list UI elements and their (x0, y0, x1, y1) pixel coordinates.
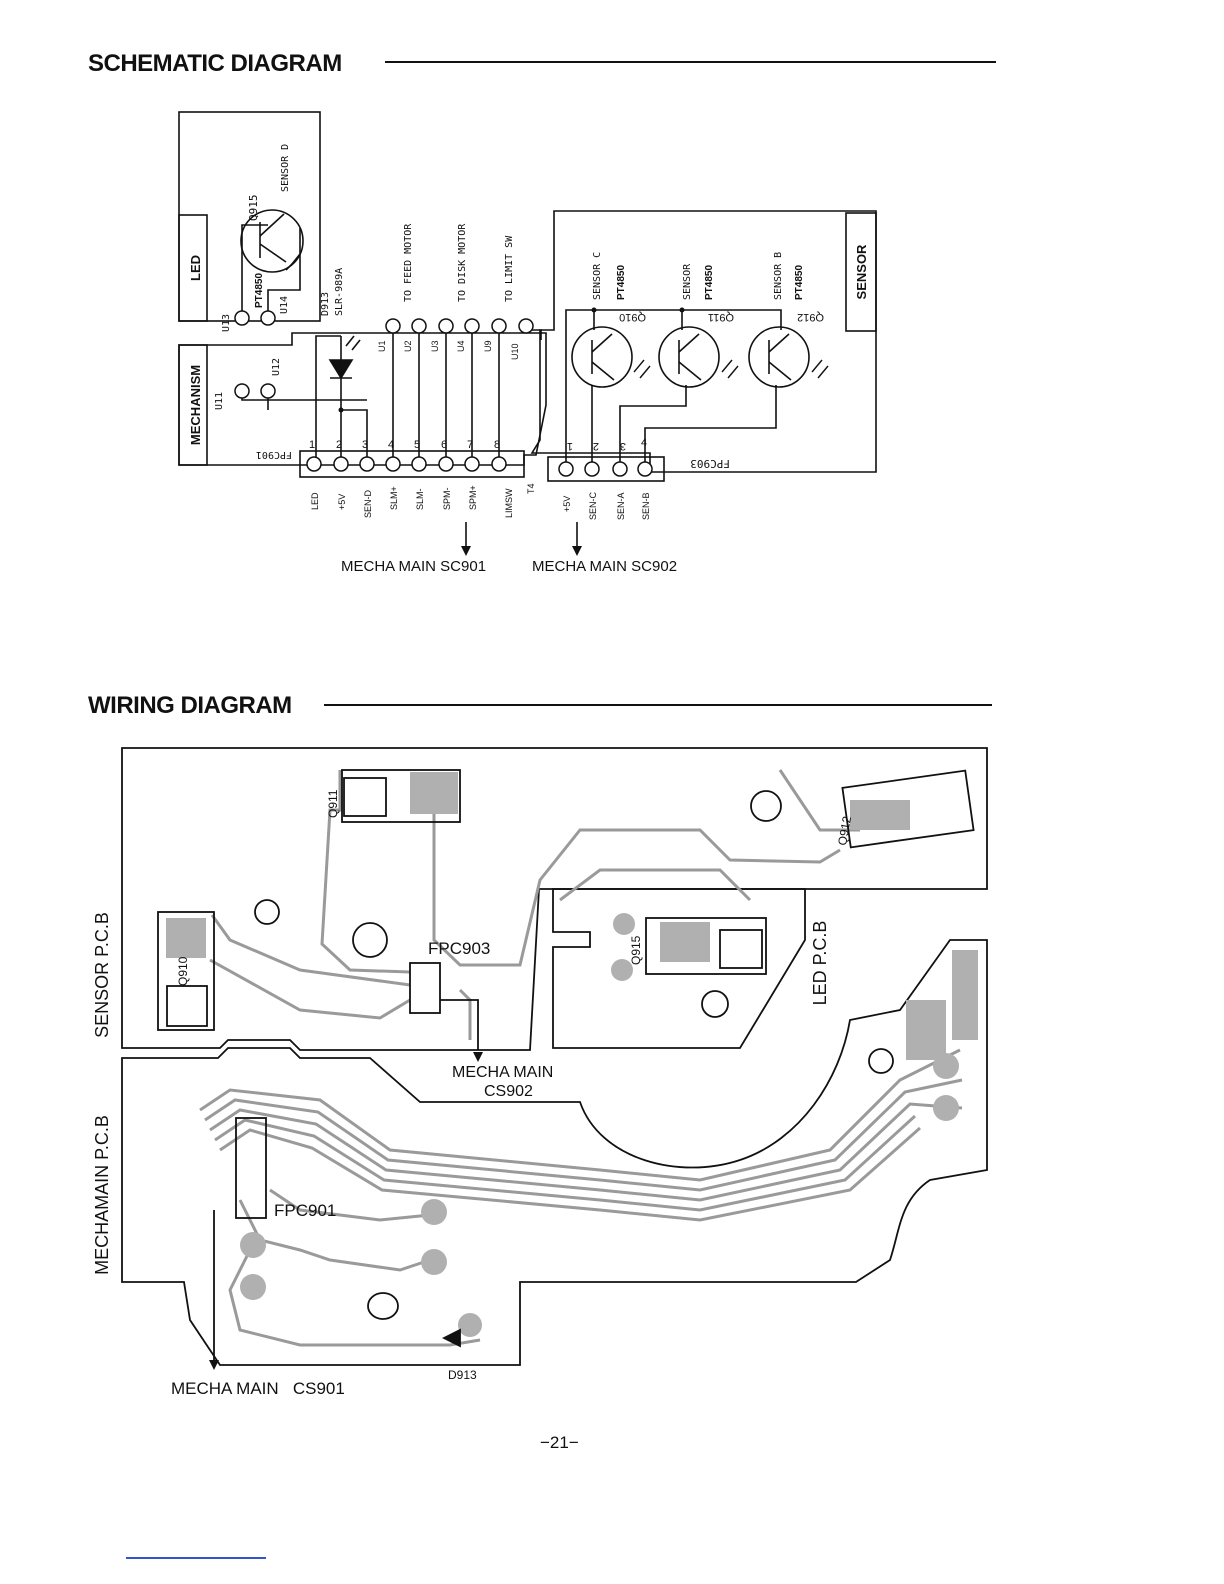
fpc903-pin-1: 1 (567, 440, 573, 452)
u13-label: U13 (221, 314, 232, 332)
u12-label: U12 (271, 358, 282, 376)
sensor-a-label: SENSOR (682, 263, 693, 300)
sensor-c-part: PT4850 (616, 265, 627, 300)
sensor-pcb-label: SENSOR P.C.B (92, 912, 112, 1038)
q915-ref: Q915 (247, 195, 260, 222)
u3-label: U3 (430, 340, 440, 352)
sig903-sen-a: SEN-A (616, 492, 626, 520)
mechamain-pcb-label: MECHAMAIN P.C.B (92, 1115, 112, 1275)
sig903-sen-b: SEN-B (641, 492, 651, 520)
sig-led: LED (310, 492, 320, 510)
schematic-title-rule (385, 61, 996, 63)
pcb-pads (166, 772, 978, 1337)
sensor-b-part: PT4850 (794, 265, 805, 300)
dest-sc901: MECHA MAIN SC901 (341, 558, 486, 575)
q910-label: Q910 (176, 956, 190, 986)
sig-sen-d: SEN-D (363, 489, 373, 518)
sensor-b-label: SENSOR B (773, 252, 784, 300)
schematic-title: SCHEMATIC DIAGRAM (88, 50, 342, 77)
fpc901-pin-5: 5 (414, 439, 420, 451)
sensor-d-label: SENSOR D (280, 144, 291, 192)
q911-ref: Q911 (708, 311, 734, 323)
sensor-board-label: SENSOR (854, 244, 869, 300)
q911-label: Q911 (326, 789, 340, 818)
cs901-dest: MECHA MAIN CS901 (171, 1379, 345, 1398)
sig-5v: +5V (337, 494, 347, 510)
sig-slm-plus: SLM+ (389, 486, 399, 510)
d913-part: SLR-989A (334, 268, 345, 316)
q915-symbol (240, 209, 304, 273)
fpc903-connector (547, 456, 665, 482)
sensor-pcb-outline (121, 747, 988, 1051)
mechanism-board-label: MECHANISM (188, 365, 203, 445)
limit-sw-label: TO LIMIT SW (504, 235, 515, 302)
feed-motor-label: TO FEED MOTOR (403, 223, 414, 302)
fpc903-label: FPC903 (690, 457, 730, 470)
u4-label: U4 (456, 340, 466, 352)
fpc903-wiring-label: FPC903 (428, 939, 490, 958)
cs902-line1: MECHA MAIN (452, 1064, 553, 1081)
fpc903-pin-3: 3 (620, 440, 626, 452)
fpc901-pin-2: 2 (336, 439, 342, 451)
wiring-title: WIRING DIAGRAM (88, 692, 292, 719)
sig-slm-minus: SLM- (415, 488, 425, 510)
sig-limsw: LIMSW (504, 488, 514, 518)
q912-ref: Q912 (797, 311, 824, 323)
fpc901-pin-7: 7 (467, 439, 473, 451)
d913-ref: D913 (320, 292, 331, 316)
sensor-board-label-box (845, 212, 877, 332)
led-pt4850: PT4850 (254, 273, 265, 308)
sensor-board-outline (530, 210, 877, 473)
q910-ref: Q910 (619, 311, 646, 323)
u11-label: U11 (214, 392, 225, 410)
sensor-a-part: PT4850 (704, 265, 715, 300)
led-pcb-outline (552, 888, 806, 1049)
fpc901-connector (299, 450, 525, 478)
fpc903-pin-4: 4 (641, 437, 647, 449)
mechamain-pcb-outline (121, 939, 988, 1366)
pcb-traces (199, 769, 963, 1347)
sig-spm-plus: SPM+ (468, 485, 478, 510)
disk-motor-label: TO DISK MOTOR (457, 223, 468, 302)
dest-sc902: MECHA MAIN SC902 (532, 558, 677, 575)
sig-t4: T4 (526, 483, 536, 494)
u2-label: U2 (403, 340, 413, 352)
fpc901-pin-4: 4 (388, 439, 394, 451)
led-pcb-label: LED P.C.B (810, 921, 830, 1006)
u9-label: U9 (483, 340, 493, 352)
mechanism-board-outline (178, 332, 547, 466)
sig903-5v: +5V (562, 496, 572, 512)
cs902-line2: CS902 (484, 1083, 533, 1100)
fpc903-pin-2: 2 (593, 440, 599, 452)
sig903-sen-c: SEN-C (588, 491, 598, 520)
d913-wiring-label: D913 (448, 1368, 477, 1382)
sensor-c-label: SENSOR C (592, 252, 603, 300)
fpc901-pin-6: 6 (441, 439, 447, 451)
led-board-label: LED (188, 255, 203, 281)
page-number: −21− (540, 1433, 579, 1452)
q912-label: Q912 (835, 815, 854, 847)
fpc901-pin-1: 1 (309, 439, 315, 451)
u14-label: U14 (279, 296, 290, 314)
u1-label: U1 (377, 340, 387, 352)
led-board-label-box (178, 214, 208, 322)
u10-label: U10 (510, 343, 520, 360)
sig-spm-minus: SPM- (442, 487, 452, 510)
footer-rule (126, 1557, 266, 1559)
fpc901-wiring-label: FPC901 (274, 1201, 336, 1220)
fpc901-pin-3: 3 (362, 439, 368, 451)
mechanism-board-label-box (178, 344, 208, 466)
fpc901-pin-8: 8 (494, 439, 500, 451)
wiring-title-rule (324, 704, 992, 706)
q915-label: Q915 (629, 935, 643, 965)
fpc901-label: FPC901 (256, 449, 292, 460)
